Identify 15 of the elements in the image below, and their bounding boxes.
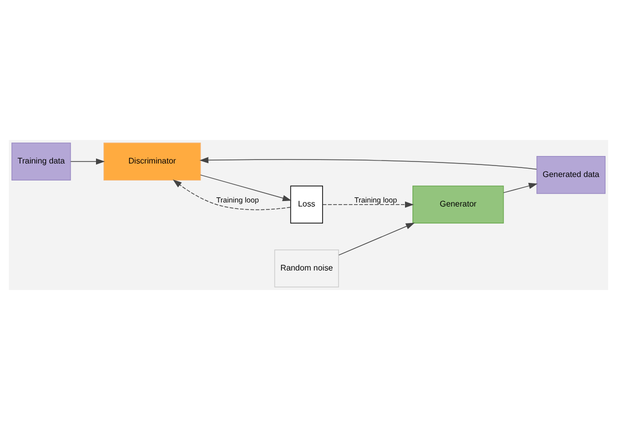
node-box: Loss xyxy=(290,186,323,224)
arrow xyxy=(199,157,537,170)
node-box: Training data xyxy=(11,142,71,180)
node-box: Discriminator xyxy=(104,142,201,180)
node-box: Generated data xyxy=(536,156,606,194)
arrow xyxy=(70,158,105,165)
arrow xyxy=(172,180,291,210)
edge-label: Training loop xyxy=(216,195,259,204)
arrow xyxy=(322,201,414,208)
arrow xyxy=(200,174,292,202)
node-box: Generator xyxy=(412,186,504,224)
edge-label: Training loop xyxy=(354,195,397,204)
node-box: Random noise xyxy=(274,250,339,288)
arrow xyxy=(503,182,538,194)
arrow xyxy=(338,222,415,256)
